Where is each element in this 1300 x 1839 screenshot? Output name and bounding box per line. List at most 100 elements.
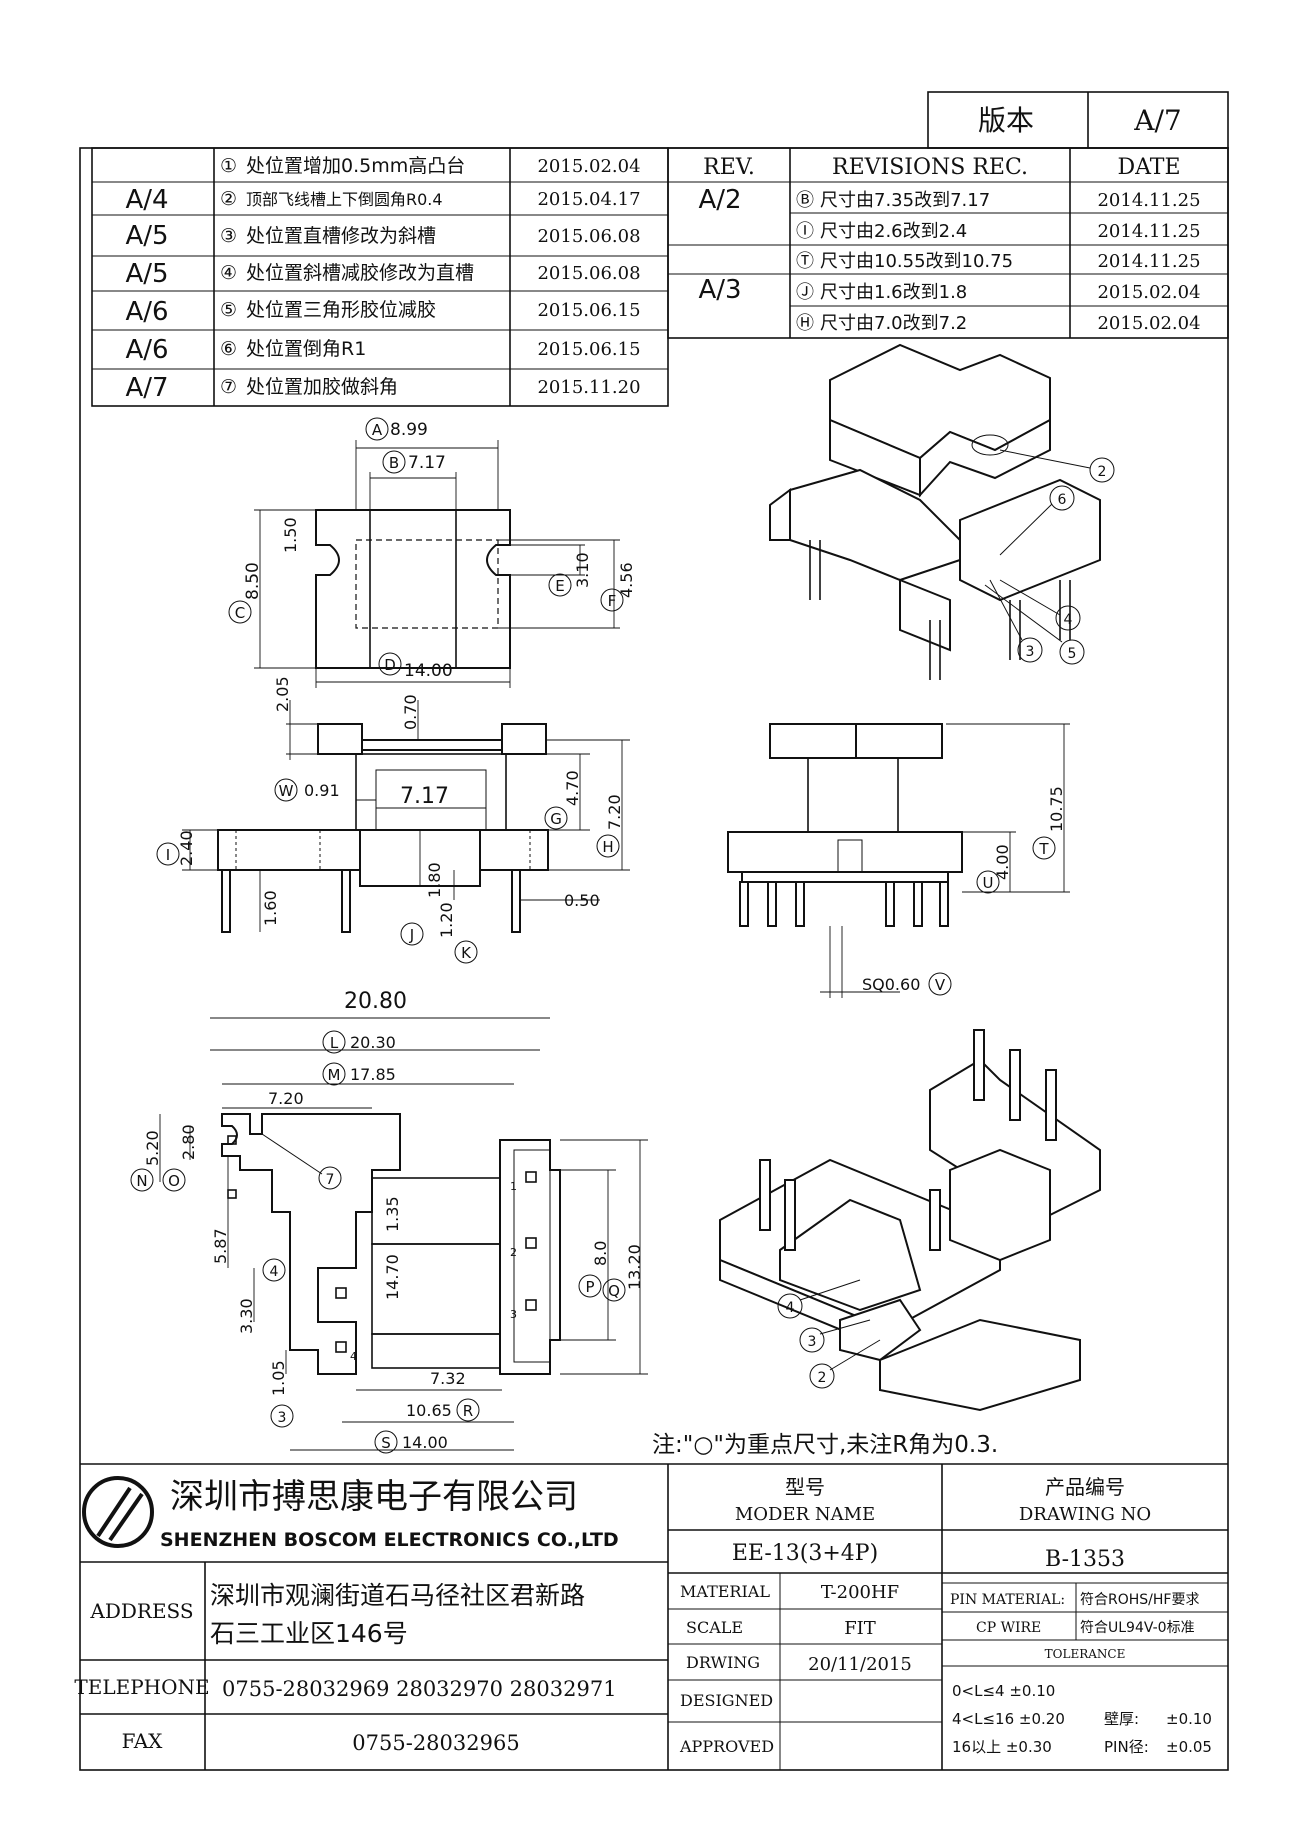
rev-date: 2015.11.20 bbox=[537, 377, 640, 398]
rev-cell: A/6 bbox=[125, 335, 168, 365]
dim-step: 0.50 bbox=[564, 891, 600, 910]
pin-dia-value: ±0.05 bbox=[1166, 1738, 1212, 1756]
rev-mark: Ⓙ bbox=[796, 282, 814, 303]
address-line2: 石三工业区146号 bbox=[210, 1619, 408, 1648]
callout-4: 4 bbox=[270, 1264, 279, 1280]
address-label: ADDRESS bbox=[89, 1599, 193, 1623]
top-view: 8.99 A 7.17 B 8.50 C 1.50 D 14.00 3.10 E… bbox=[228, 417, 636, 688]
rev-desc: 顶部飞线槽上下倒圆角R0.4 bbox=[246, 190, 443, 209]
rev-desc: 尺寸由1.6改到1.8 bbox=[820, 282, 967, 303]
version-label: 版本 bbox=[978, 104, 1034, 137]
svg-text:Q: Q bbox=[608, 1282, 620, 1300]
svg-text:L: L bbox=[330, 1034, 339, 1052]
cp-wire-value: 符合UL94V-0标准 bbox=[1080, 1620, 1195, 1636]
callout-3: 3 bbox=[1026, 644, 1035, 660]
rev-cell: A/6 bbox=[125, 297, 168, 327]
dim-R: 10.65 bbox=[406, 1401, 452, 1420]
rev-date: 2015.02.04 bbox=[537, 156, 640, 177]
drawing-label-en: DRAWING NO bbox=[1019, 1504, 1151, 1525]
model-label-en: MODER NAME bbox=[735, 1504, 875, 1525]
dim-105: 1.05 bbox=[269, 1360, 288, 1396]
telephone-value: 0755-28032969 28032970 28032971 bbox=[222, 1677, 617, 1701]
dim-330: 3.30 bbox=[237, 1298, 256, 1334]
svg-text:J: J bbox=[409, 926, 414, 944]
svg-text:U: U bbox=[983, 874, 994, 892]
rev-date: 2015.06.15 bbox=[537, 339, 640, 360]
callout-2: 2 bbox=[818, 1370, 827, 1386]
dim-P: 8.0 bbox=[591, 1241, 610, 1266]
tolerance-label: TOLERANCE bbox=[1045, 1647, 1126, 1661]
pin-square bbox=[227, 1189, 237, 1199]
rev-mark: Ⓑ bbox=[796, 190, 814, 211]
dim-win: 7.17 bbox=[400, 784, 449, 809]
tolerance-row-3: 16以上 ±0.30 bbox=[952, 1738, 1052, 1756]
rev-desc: 处位置倒角R1 bbox=[246, 338, 366, 360]
address-line1: 深圳市观澜街道石马径社区君新路 bbox=[210, 1581, 585, 1610]
pin-label: 2 bbox=[510, 1246, 517, 1259]
dim-slot: 1.50 bbox=[281, 517, 300, 553]
wall-label: 壁厚: bbox=[1104, 1710, 1139, 1728]
dim-M: 17.85 bbox=[350, 1065, 396, 1084]
rev-mark: Ⓘ bbox=[796, 221, 814, 242]
svg-text:W: W bbox=[279, 782, 294, 800]
pin-dia-label: PIN径: bbox=[1104, 1738, 1149, 1756]
svg-text:F: F bbox=[608, 592, 617, 610]
dim-W: 0.91 bbox=[304, 781, 340, 800]
callout-6: 6 bbox=[1058, 492, 1067, 508]
callout-4: 4 bbox=[786, 1300, 795, 1316]
model-label-cn: 型号 bbox=[785, 1475, 825, 1499]
rev-cell: A/7 bbox=[125, 373, 168, 403]
dim-720: 7.20 bbox=[268, 1089, 304, 1108]
isometric-view-bottom: 4 3 2 bbox=[719, 1029, 1101, 1412]
rev-mark: ② bbox=[220, 188, 237, 210]
svg-text:G: G bbox=[550, 810, 562, 828]
wall-value: ±0.10 bbox=[1166, 1710, 1212, 1728]
dim-top: 2.05 bbox=[273, 676, 292, 712]
left-revision-table: A/4 A/5 A/5 A/6 A/6 A/7 ① 处位置增加0.5mm高凸台 … bbox=[91, 147, 669, 407]
material-label: MATERIAL bbox=[680, 1582, 770, 1601]
rev-desc: 处位置直槽修改为斜槽 bbox=[246, 225, 436, 247]
dim-L: 20.30 bbox=[350, 1033, 396, 1052]
svg-text:I: I bbox=[166, 846, 170, 864]
dim-B: 7.17 bbox=[408, 453, 446, 473]
version-box: 版本 A/7 bbox=[927, 91, 1229, 149]
pin-label: 3 bbox=[510, 1308, 517, 1321]
title-block: 深圳市搏思康电子有限公司 SHENZHEN BOSCOM ELECTRONICS… bbox=[74, 1463, 1228, 1770]
drwing-label: DRWING bbox=[686, 1653, 760, 1672]
drawing-note: 注:"○"为重点尺寸,未注R角为0.3. bbox=[652, 1432, 998, 1458]
scale-value: FIT bbox=[844, 1618, 876, 1639]
dim-gap: 0.70 bbox=[401, 694, 420, 730]
side-view: 10.75 T 4.00 U SQ0.60 V bbox=[727, 723, 1070, 998]
rev-date: 2015.06.15 bbox=[537, 300, 640, 321]
isometric-view-top: 2 6 4 3 5 bbox=[769, 343, 1115, 680]
dim-D: 14.00 bbox=[404, 661, 453, 681]
pin-square bbox=[525, 1237, 537, 1249]
dim-V: SQ0.60 bbox=[862, 975, 920, 994]
dim-E: 3.10 bbox=[573, 552, 592, 588]
svg-text:B: B bbox=[389, 454, 399, 472]
svg-text:K: K bbox=[461, 944, 472, 962]
callout-3: 3 bbox=[278, 1410, 287, 1426]
rev-date: 2014.11.25 bbox=[1097, 221, 1200, 242]
rev-mark: ⑦ bbox=[220, 376, 237, 398]
svg-text:R: R bbox=[463, 1402, 473, 1420]
rev-date: 2015.06.08 bbox=[537, 226, 640, 247]
drawing-no-value: B-1353 bbox=[1045, 1547, 1125, 1572]
drawing-label-cn: 产品编号 bbox=[1045, 1475, 1125, 1499]
callout-7: 7 bbox=[326, 1172, 335, 1188]
scale-label: SCALE bbox=[686, 1618, 743, 1637]
callout-2: 2 bbox=[1098, 464, 1107, 480]
dim-A: 8.99 bbox=[390, 420, 428, 440]
fax-label: FAX bbox=[122, 1729, 164, 1753]
callout-5: 5 bbox=[1068, 646, 1077, 662]
rev-mark: ⑤ bbox=[220, 299, 237, 321]
svg-text:E: E bbox=[555, 577, 564, 595]
company-name-en: SHENZHEN BOSCOM ELECTRONICS CO.,LTD bbox=[160, 1529, 619, 1551]
svg-text:V: V bbox=[935, 976, 946, 994]
cp-wire-label: CP WIRE bbox=[976, 1620, 1041, 1636]
dim-587: 5.87 bbox=[211, 1228, 230, 1264]
tolerance-row-2: 4<L≤16 ±0.20 bbox=[952, 1710, 1065, 1728]
rev-cell: A/5 bbox=[125, 259, 168, 289]
company-logo bbox=[82, 1476, 154, 1548]
